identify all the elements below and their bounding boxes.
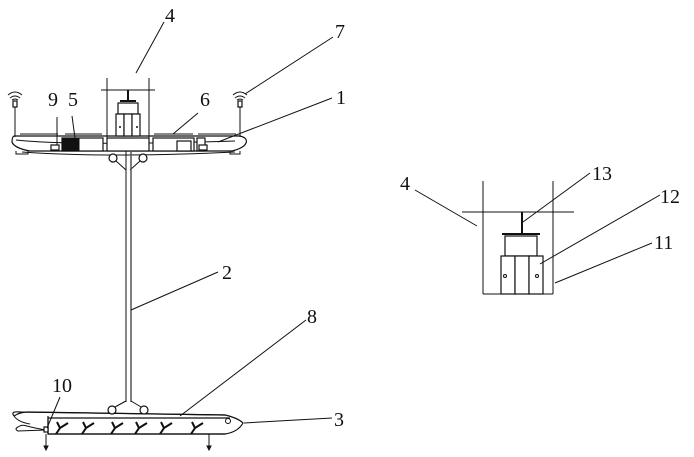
bottom-float-hull	[12, 411, 244, 435]
label-4: 4	[165, 5, 175, 27]
tether-cable	[125, 151, 132, 402]
label-1: 1	[336, 87, 346, 109]
label-6: 6	[200, 89, 210, 111]
bottom-float-eye	[225, 418, 231, 424]
sensor-9-box	[50, 144, 60, 151]
detail-label-4: 4	[400, 173, 410, 195]
label-10: 10	[52, 375, 72, 397]
leader-lines-detail	[414, 172, 661, 284]
top-float-hull	[11, 135, 247, 152]
bottom-float-nose	[13, 415, 31, 425]
antenna-left	[7, 91, 23, 137]
detail-label-11: 11	[654, 232, 673, 254]
anchor-right	[206, 434, 212, 452]
bottom-float-assembly	[12, 400, 244, 452]
detail-label-13: 13	[592, 163, 612, 185]
bottom-float-top-line	[13, 411, 226, 417]
leader-lines-main	[46, 21, 334, 429]
battery-block-5	[62, 138, 80, 151]
module-6-box	[176, 140, 192, 152]
label-9: 9	[48, 89, 58, 111]
sensor-right-box	[198, 144, 208, 151]
detail-label-12: 12	[660, 186, 680, 208]
label-7: 7	[335, 21, 345, 43]
label-8: 8	[307, 306, 317, 328]
label-3: 3	[334, 409, 344, 431]
label-5: 5	[68, 89, 78, 111]
antenna-right	[232, 91, 248, 137]
bottom-rear-fin	[15, 424, 47, 432]
top-pulleys	[108, 153, 148, 171]
anchor-left	[43, 434, 49, 452]
bottom-pulleys	[107, 400, 149, 415]
compartment-center	[106, 137, 150, 152]
winch-detail-view	[462, 181, 574, 295]
sensor-10-box	[43, 426, 49, 433]
winch-frame-main	[101, 78, 155, 138]
label-2: 2	[222, 262, 232, 284]
y-mounts	[55, 421, 204, 435]
top-float-underside	[21, 151, 236, 156]
top-float-assembly	[7, 78, 248, 171]
